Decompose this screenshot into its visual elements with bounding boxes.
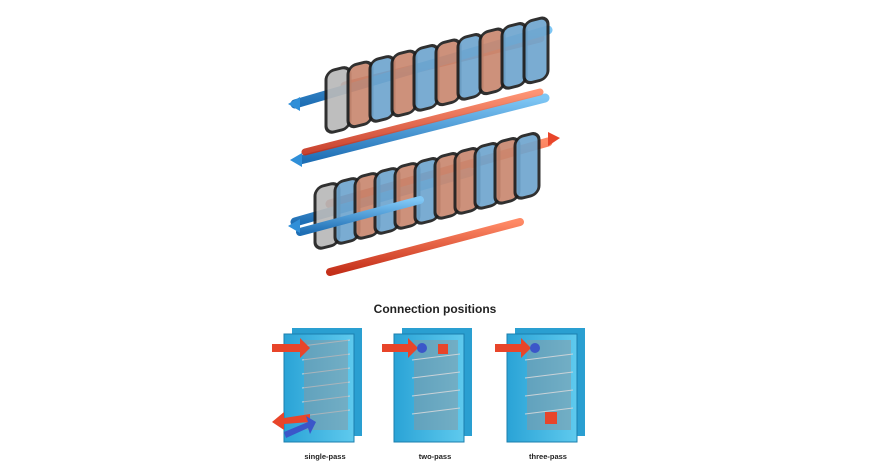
heat-plate (434, 38, 462, 107)
diagram-title: Connection positions (373, 302, 497, 316)
cold-outlet-arrow-upper (290, 153, 302, 167)
heat-plate (390, 49, 418, 118)
caption-two-pass: two-pass (418, 452, 452, 461)
cold-port (417, 343, 427, 353)
unit-three-pass (495, 328, 585, 443)
cold-inlet-arrow (284, 416, 316, 438)
heat-plate (346, 60, 374, 129)
hot-inlet-arrow (495, 338, 531, 358)
heat-plate (324, 66, 352, 134)
hot-pipe-lower-front (326, 218, 524, 276)
heat-plate (412, 44, 440, 112)
plates-upper (324, 16, 550, 134)
plate-pack-upper (288, 16, 553, 167)
hot-inlet-arrow-lower (548, 132, 560, 146)
hot-inlet-arrow (272, 338, 310, 358)
unit-two-pass (382, 328, 472, 443)
pass-divider (438, 344, 448, 354)
cold-inlet-arrow-upper (288, 97, 300, 111)
cold-port (530, 343, 540, 353)
cold-pipe-upper-front (295, 93, 550, 165)
hot-outlet-port (545, 412, 557, 424)
hot-pipe-upper-front (301, 88, 544, 156)
caption-single-pass: single-pass (304, 452, 346, 461)
hot-outlet-arrow (272, 412, 310, 430)
caption-three-pass: three-pass (529, 452, 567, 461)
plates-lower (313, 132, 541, 250)
cold-pipe-lower-front (296, 196, 424, 236)
heat-plate (522, 16, 550, 85)
heat-plate (368, 55, 396, 123)
heat-plate (478, 27, 506, 96)
heat-plate (456, 33, 484, 101)
hot-inlet-arrow (382, 338, 418, 358)
heat-plate (500, 22, 528, 90)
cold-inlet-arrow-lower (288, 219, 300, 233)
unit-single-pass (272, 328, 362, 443)
heat-plate (513, 132, 541, 200)
plate-pack-lower (288, 132, 560, 276)
